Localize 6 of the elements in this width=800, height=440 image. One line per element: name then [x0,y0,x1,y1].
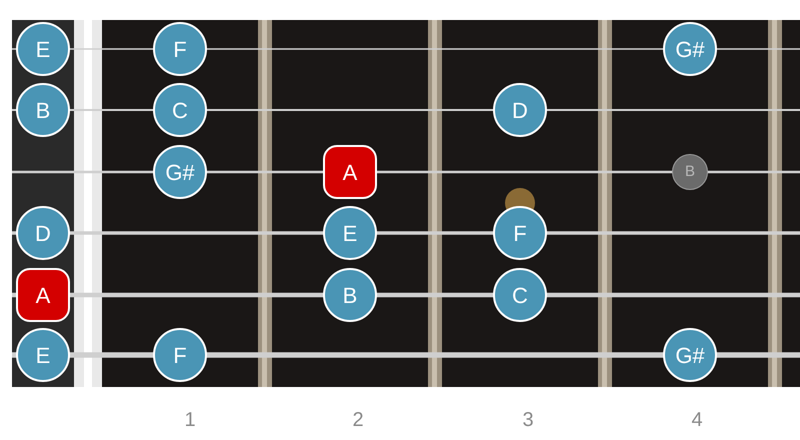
fret-number: 3 [521,408,535,433]
fret-number: 2 [351,408,365,433]
fret-number: 1 [183,408,197,433]
fret-number: 4 [690,408,704,433]
root-note-marker: A [323,145,377,199]
root-note-marker: A [16,268,70,322]
